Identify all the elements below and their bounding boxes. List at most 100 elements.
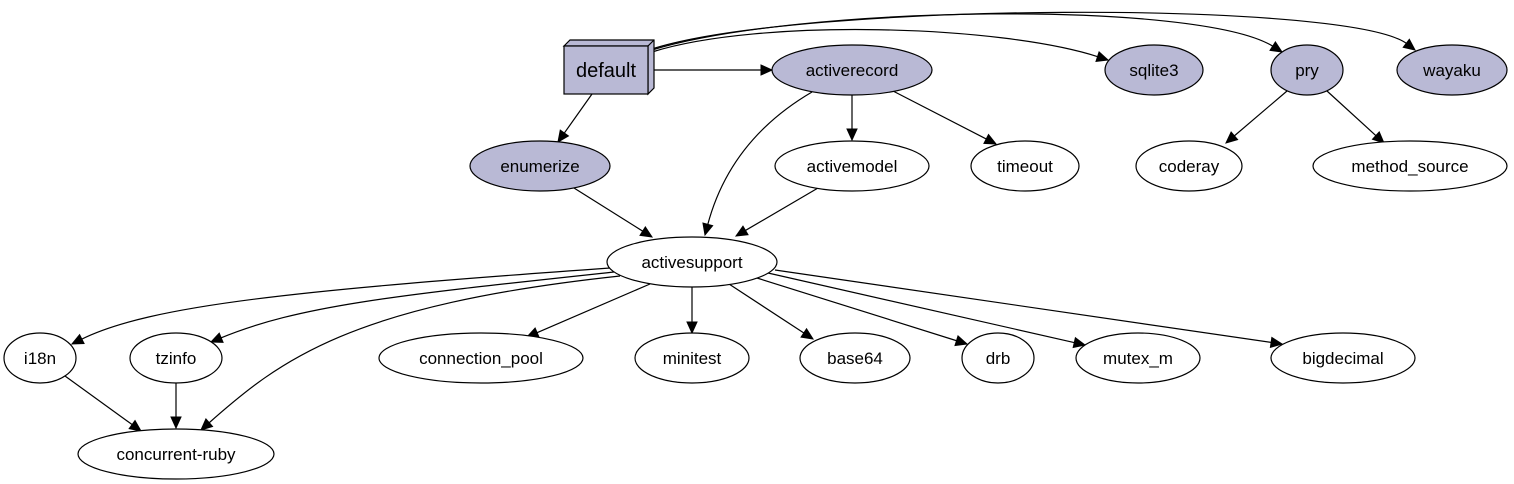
node-drb: drb	[961, 332, 1035, 384]
node-i18n: i18n	[3, 332, 77, 384]
edge-line	[651, 11, 1408, 50]
box-edge	[647, 39, 655, 47]
arrowhead	[1371, 130, 1385, 144]
edge-line	[208, 275, 621, 424]
node-label: method_source	[1351, 157, 1468, 176]
node-label: coderay	[1159, 157, 1220, 176]
node-ellipse	[1396, 44, 1508, 96]
edge-line	[220, 271, 615, 339]
edge-activesupport-to-i18n	[70, 267, 611, 345]
arrowhead	[1402, 38, 1416, 51]
node-activesupport: activesupport	[606, 236, 778, 288]
node-activemodel: activemodel	[774, 140, 930, 192]
arrowhead	[70, 333, 85, 345]
edge-activesupport-to-bigdecimal	[774, 269, 1284, 349]
node-label: concurrent-ruby	[116, 445, 236, 464]
arrowhead	[200, 418, 214, 431]
node-sqlite3: sqlite3	[1104, 44, 1204, 96]
arrowhead	[983, 133, 998, 145]
arrowhead	[170, 416, 182, 430]
node-label: minitest	[663, 349, 722, 368]
arrowhead	[209, 332, 224, 343]
edge-activesupport-to-concurrent-ruby	[200, 275, 621, 431]
edge-tzinfo-to-concurrent-ruby	[170, 383, 182, 430]
node-label: activesupport	[641, 253, 742, 272]
node-connection_pool: connection_pool	[378, 332, 584, 384]
node-label: sqlite3	[1129, 61, 1178, 80]
node-mutex_m: mutex_m	[1075, 332, 1201, 384]
edge-activesupport-to-connection_pool	[525, 283, 651, 338]
node-ellipse	[961, 332, 1035, 384]
node-label: i18n	[24, 349, 56, 368]
edge-line	[774, 269, 1273, 344]
arrowhead	[734, 225, 749, 237]
edge-pry-to-coderay	[1225, 90, 1288, 144]
node-timeout: timeout	[970, 140, 1080, 192]
node-label: base64	[827, 349, 883, 368]
node-ellipse	[1135, 140, 1243, 192]
edge-line	[573, 187, 644, 233]
node-ellipse	[3, 332, 77, 384]
node-concurrent-ruby: concurrent-ruby	[77, 428, 275, 480]
edge-default-to-activerecord	[648, 64, 774, 76]
node-label: timeout	[997, 157, 1053, 176]
node-default: default	[562, 39, 655, 96]
edge-line	[744, 187, 819, 232]
edge-activerecord-to-timeout	[892, 90, 998, 145]
edge-activerecord-to-activemodel	[846, 95, 858, 142]
arrowhead	[639, 225, 654, 238]
node-coderay: coderay	[1135, 140, 1243, 192]
node-label: bigdecimal	[1302, 349, 1383, 368]
node-ellipse	[771, 44, 933, 96]
edge-pry-to-method_source	[1326, 90, 1385, 144]
node-minitest: minitest	[634, 332, 750, 384]
node-tzinfo: tzinfo	[129, 332, 223, 384]
arrowhead	[760, 64, 774, 76]
edge-line	[1326, 90, 1378, 137]
edge-enumerize-to-activesupport	[573, 187, 654, 238]
node-label: activemodel	[807, 157, 898, 176]
node-ellipse	[469, 140, 611, 192]
node-label: enumerize	[500, 157, 579, 176]
node-ellipse	[1312, 140, 1508, 192]
edge-line	[535, 283, 651, 334]
node-ellipse	[1270, 44, 1344, 96]
edge-activesupport-to-base64	[728, 283, 815, 340]
edge-default-to-sqlite3	[651, 28, 1110, 62]
nodes-layer: default activerecord sqlite3 pry wayaku enume…	[3, 39, 1508, 480]
edge-line	[563, 93, 593, 135]
edge-line	[728, 283, 805, 335]
node-ellipse	[1270, 332, 1416, 384]
node-label: default	[576, 60, 636, 82]
box-face	[563, 45, 649, 95]
node-method_source: method_source	[1312, 140, 1508, 192]
arrowhead	[1095, 50, 1110, 62]
node-label: drb	[986, 349, 1011, 368]
node-bigdecimal: bigdecimal	[1270, 332, 1416, 384]
node-ellipse	[129, 332, 223, 384]
arrowhead	[1225, 131, 1239, 144]
node-ellipse	[378, 332, 584, 384]
edge-line	[80, 267, 611, 341]
edge-line	[64, 375, 134, 426]
node-pry: pry	[1270, 44, 1344, 96]
edge-activesupport-to-tzinfo	[209, 271, 615, 343]
edge-i18n-to-concurrent-ruby	[64, 375, 142, 432]
edge-activesupport-to-mutex_m	[767, 272, 1087, 349]
node-label: mutex_m	[1103, 349, 1173, 368]
edge-default-to-pry	[651, 13, 1284, 53]
edge-default-to-wayaku	[651, 11, 1416, 51]
node-wayaku: wayaku	[1396, 44, 1508, 96]
arrowhead	[686, 321, 698, 335]
node-label: activerecord	[806, 61, 899, 80]
edge-activerecord-to-activesupport	[702, 91, 813, 237]
edge-activesupport-to-minitest	[686, 287, 698, 335]
arrowhead	[1269, 336, 1284, 349]
node-enumerize: enumerize	[469, 140, 611, 192]
node-base64: base64	[799, 332, 911, 384]
arrowhead	[702, 222, 714, 237]
edge-line	[651, 28, 1099, 58]
edge-line	[892, 90, 988, 140]
edge-activemodel-to-activesupport	[734, 187, 819, 237]
